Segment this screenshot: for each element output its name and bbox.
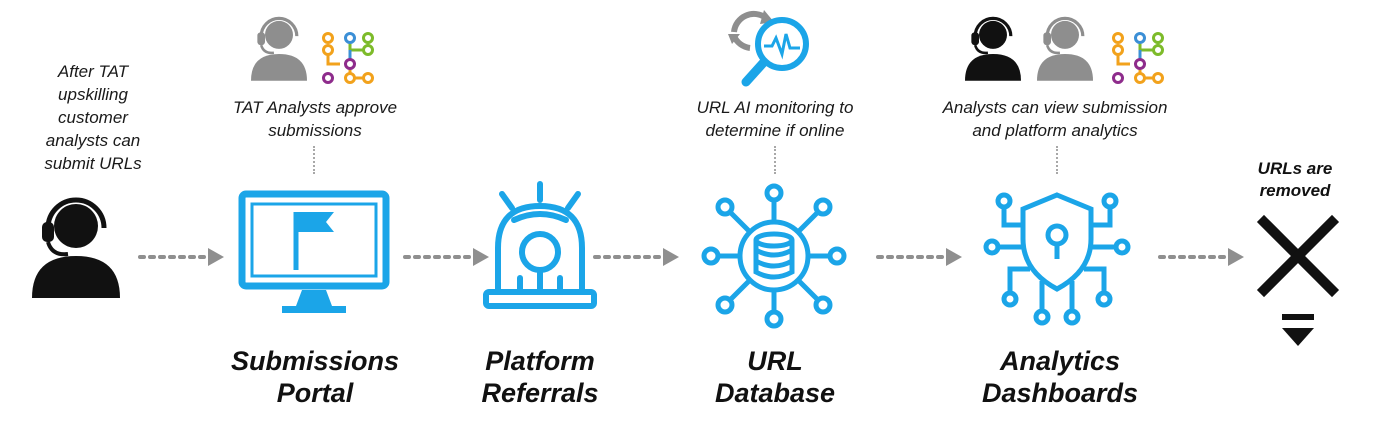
connector-line-dashboards bbox=[1056, 146, 1058, 174]
end-label: URLs are removed bbox=[1257, 159, 1333, 200]
stage-title-dashboards: Analytics Dashboards bbox=[981, 346, 1139, 408]
stage-title-referrals: Platform Referrals bbox=[481, 346, 599, 408]
headset-agent-icon bbox=[1037, 16, 1093, 81]
stage-note-dashboards: Analysts can view submission and platfor… bbox=[942, 98, 1168, 140]
siren-icon bbox=[483, 181, 597, 309]
monitor-flag-icon bbox=[238, 190, 390, 313]
stage-note-portal: TAT Analysts approve submissions bbox=[232, 98, 398, 140]
node-graph-icon bbox=[1112, 32, 1164, 84]
connector-line-portal bbox=[313, 146, 315, 174]
headset-agent-icon bbox=[965, 16, 1021, 81]
shield-circuit-icon bbox=[983, 192, 1131, 326]
remove-x-icon bbox=[1256, 214, 1340, 346]
flow-arrow-5 bbox=[1158, 248, 1244, 266]
database-network-icon bbox=[701, 183, 847, 329]
stage-title-database: URL Database bbox=[714, 346, 836, 408]
headset-agent-icon bbox=[251, 16, 307, 81]
stage-title-portal: Submissions Portal bbox=[230, 346, 400, 408]
magnifier-pulse-icon bbox=[728, 10, 809, 87]
headset-agent-icon bbox=[32, 197, 120, 298]
flow-arrow-1 bbox=[138, 248, 224, 266]
left-note: After TAT upskilling customer analysts c… bbox=[44, 62, 142, 173]
flow-arrow-4 bbox=[876, 248, 962, 266]
connector-line-database bbox=[774, 146, 776, 174]
stage-note-database: URL AI monitoring to determine if online bbox=[696, 98, 854, 140]
flow-arrow-3 bbox=[593, 248, 679, 266]
flow-arrow-2 bbox=[403, 248, 489, 266]
node-graph-icon bbox=[322, 32, 374, 84]
